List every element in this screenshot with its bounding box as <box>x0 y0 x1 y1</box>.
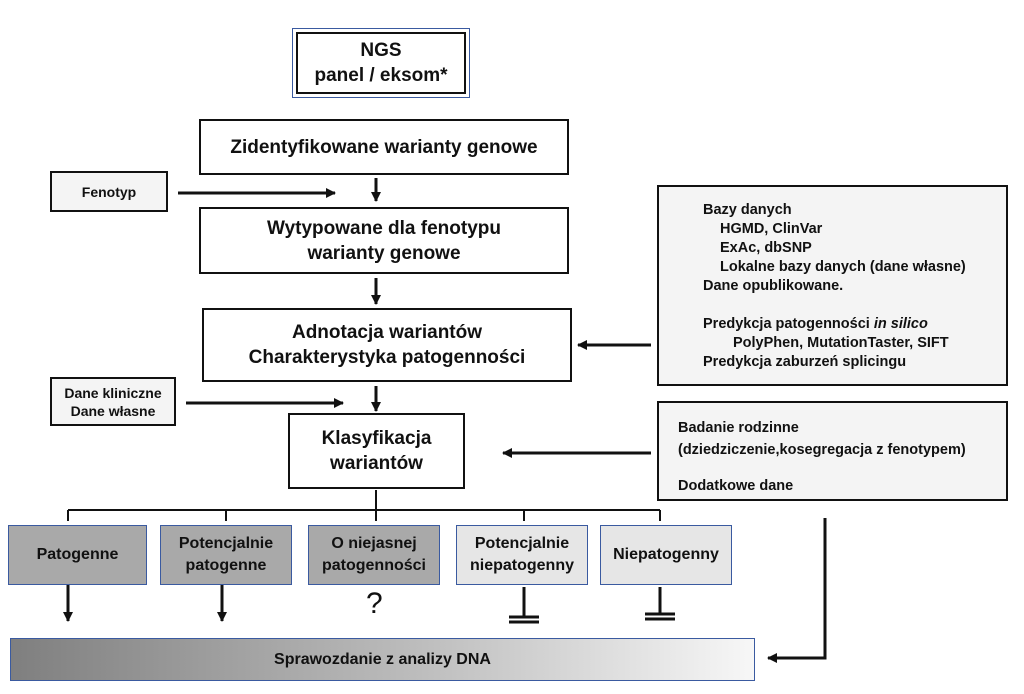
category-label: Potencjalnie <box>474 535 570 552</box>
prediction-tools-label: PolyPhen, MutationTaster, SIFT <box>733 335 949 351</box>
published-data-label: Dane opublikowane. <box>703 278 844 294</box>
annotation-line2: Charakterystyka patogenności <box>248 347 526 368</box>
category-label: niepatogenny <box>469 557 574 574</box>
arrow-family-to-report <box>767 518 827 663</box>
classification-line1: Klasyfikacja <box>321 428 432 449</box>
category-uncertain: O niejasnej patogenności <box>308 525 440 585</box>
clinical-data-line2: Dane własne <box>70 402 156 419</box>
category-likely-benign: Potencjalnie niepatogenny <box>456 525 588 585</box>
classification-line2: wariantów <box>330 453 423 474</box>
family-study-box: Badanie rodzinne (dziedziczenie,kosegreg… <box>657 401 1008 501</box>
report-label: Sprawozdanie z analizy DNA <box>274 650 491 668</box>
report-box: Sprawozdanie z analizy DNA <box>10 638 755 681</box>
uncertain-question-mark: ? <box>366 587 383 620</box>
clinical-data-box: Dane kliniczne Dane własne <box>50 377 176 426</box>
databases-item: ExAc, dbSNP <box>720 240 812 256</box>
databases-item: HGMD, ClinVar <box>720 221 823 237</box>
phenotype-filtered-box: Wytypowane dla fenotypu warianty genowe <box>199 207 569 274</box>
category-label: patogenne <box>185 557 267 574</box>
phenotype-label: Fenotyp <box>81 183 137 200</box>
phenotype-filtered-line1: Wytypowane dla fenotypu <box>266 217 501 239</box>
phenotype-input-box: Fenotyp <box>50 171 168 212</box>
databases-item: Lokalne bazy danych (dane własne) <box>720 259 966 275</box>
ngs-title: NGS <box>360 40 402 61</box>
category-likely-pathogenic: Potencjalnie patogenne <box>160 525 292 585</box>
databases-box: Bazy danych HGMD, ClinVar ExAc, dbSNP Lo… <box>657 185 1008 386</box>
category-label: Patogenne <box>36 546 119 563</box>
family-study-label: Badanie rodzinne <box>678 420 799 436</box>
category-pathogenic: Patogenne <box>8 525 147 585</box>
insilico-prediction-label: Predykcja patogenności in silico <box>703 316 928 332</box>
annotation-box: Adnotacja wariantów Charakterystyka pato… <box>202 308 572 382</box>
annotation-line1: Adnotacja wariantów <box>291 322 483 343</box>
ngs-box: NGS panel / eksom* <box>292 28 470 98</box>
category-label: Potencjalnie <box>178 535 274 552</box>
category-label: O niejasnej <box>331 535 417 552</box>
databases-heading: Bazy danych <box>703 202 792 218</box>
category-label: Niepatogenny <box>613 546 719 563</box>
category-label: patogenności <box>321 557 426 574</box>
identified-variants-label: Zidentyfikowane warianty genowe <box>230 136 538 158</box>
ngs-subtitle: panel / eksom* <box>314 65 448 86</box>
splicing-prediction-label: Predykcja zaburzeń splicingu <box>703 354 907 370</box>
category-benign: Niepatogenny <box>600 525 732 585</box>
clinical-data-line1: Dane kliniczne <box>64 384 162 401</box>
family-study-detail: (dziedziczenie,kosegregacja z fenotypem) <box>678 442 966 458</box>
identified-variants-box: Zidentyfikowane warianty genowe <box>199 119 569 175</box>
classification-box: Klasyfikacja wariantów <box>288 413 465 489</box>
phenotype-filtered-line2: warianty genowe <box>307 242 461 264</box>
additional-data-label: Dodatkowe dane <box>678 478 794 494</box>
